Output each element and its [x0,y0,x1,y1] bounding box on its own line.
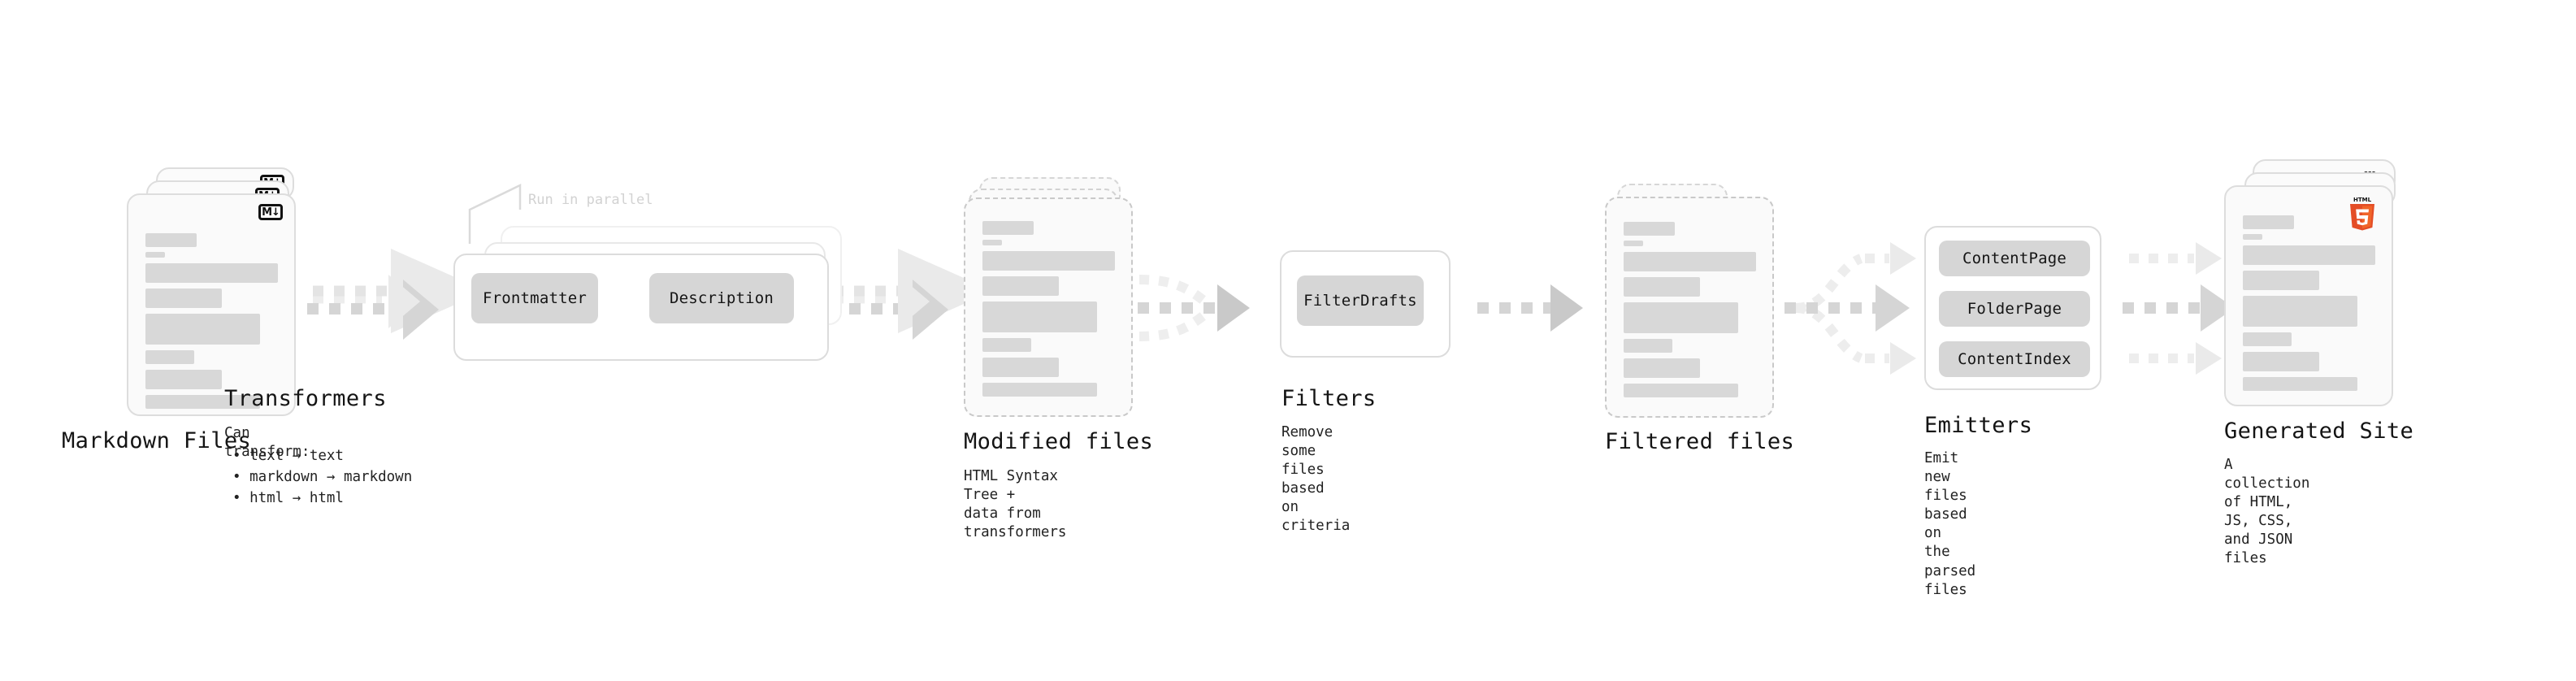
transformer-bullet: • text → text [232,448,344,464]
markdown-badge-icon: M↓ [258,204,283,220]
arrow-markdown-to-transformers [307,249,486,340]
transformer-chip-description[interactable]: Description [649,273,794,323]
skeleton-bar [2243,215,2294,229]
transformer-chip-label: Description [669,289,774,307]
skeleton-bar [1624,222,1675,236]
stage-title-filtered-files: Filtered files [1605,429,1795,454]
emitter-chip-label: ContentIndex [1958,350,2071,368]
run-in-parallel-label: Run in parallel [528,192,653,208]
emitter-chip-contentindex[interactable]: ContentIndex [1939,341,2090,377]
skeleton-bar [982,221,1034,235]
skeleton-bar [982,251,1115,271]
skeleton-bar [2243,332,2292,346]
transformer-bullet-list: • text → text • markdown → markdown • ht… [232,446,412,510]
skeleton-bar [982,358,1059,377]
emitter-chip-contentpage[interactable]: ContentPage [1939,241,2090,276]
arrow-filtered-to-emitters [1785,242,1916,375]
arrow-filters-to-filtered [1477,284,1583,332]
stage-title-generated-site: Generated Site [2224,419,2414,444]
skeleton-bar [1624,302,1738,333]
skeleton-bar [145,314,260,345]
skeleton-bar [1624,241,1643,246]
skeleton-bar [145,288,222,308]
svg-text:HTML: HTML [2353,197,2372,203]
skeleton-bar [982,383,1097,397]
arrow-transformers-to-modified [827,249,993,340]
stage-title-filters: Filters [1281,386,1377,411]
filtered-file-front [1605,197,1774,418]
skeleton-bar [1624,358,1700,378]
skeleton-bar [2243,234,2262,240]
skeleton-bar [2243,352,2319,371]
skeleton-bar [2243,245,2375,265]
skeleton-bar [145,252,165,258]
transformer-bullet: • html → html [232,489,344,506]
html5-badge-icon: HTML [2350,197,2374,231]
filter-chip-filterdrafts[interactable]: FilterDrafts [1297,275,1424,326]
arrow-emitters-to-site [2123,242,2235,375]
skeleton-bar [145,350,194,364]
skeleton-bar [2243,377,2357,391]
skeleton-bar [982,240,1002,245]
transformer-bullet: • markdown → markdown [232,468,413,485]
skeleton-bar [1624,384,1738,397]
emitter-chip-label: FolderPage [1967,300,2062,318]
skeleton-bar [2243,296,2357,327]
site-file-front: HTML [2224,185,2393,406]
emitter-chip-label: ContentPage [1962,249,2067,267]
stage-desc-emitters: Emit new files based on the parsed files [1924,450,1976,598]
skeleton-bar [1624,339,1672,353]
stage-title-markdown-files: Markdown Files [62,428,252,453]
stage-desc-modified-files: HTML Syntax Tree + data from transformer… [964,468,1067,541]
markdown-file-front: M↓ [127,193,296,416]
stage-desc-transformers: Can transform: [224,425,310,461]
stage-title-modified-files: Modified files [964,429,1154,454]
transformer-chip-frontmatter[interactable]: Frontmatter [471,273,598,323]
skeleton-bar [1624,252,1756,271]
skeleton-bar [982,276,1059,296]
skeleton-bar [145,263,278,283]
skeleton-bar [982,338,1031,352]
stage-title-transformers: Transformers [224,386,387,411]
skeleton-bar [982,301,1097,332]
modified-file-front [964,197,1133,417]
transformer-group-front: Frontmatter Description [453,254,829,361]
arrow-modified-to-filters [1138,275,1250,341]
emitter-chip-folderpage[interactable]: FolderPage [1939,291,2090,327]
stage-desc-filters: Remove some files based on criteria [1281,424,1351,535]
skeleton-bar [145,233,197,247]
skeleton-bar [145,395,260,409]
stage-title-emitters: Emitters [1924,413,2033,438]
emitters-group: ContentPage FolderPage ContentIndex [1924,226,2101,390]
filter-chip-label: FilterDrafts [1303,292,1417,310]
skeleton-bar [145,370,222,389]
skeleton-bar [1624,277,1700,297]
filters-group: FilterDrafts [1280,250,1451,358]
skeleton-bar [2243,271,2319,290]
stage-desc-generated-site: A collection of HTML, JS, CSS, and JSON … [2224,457,2310,567]
transformer-chip-label: Frontmatter [482,289,588,307]
